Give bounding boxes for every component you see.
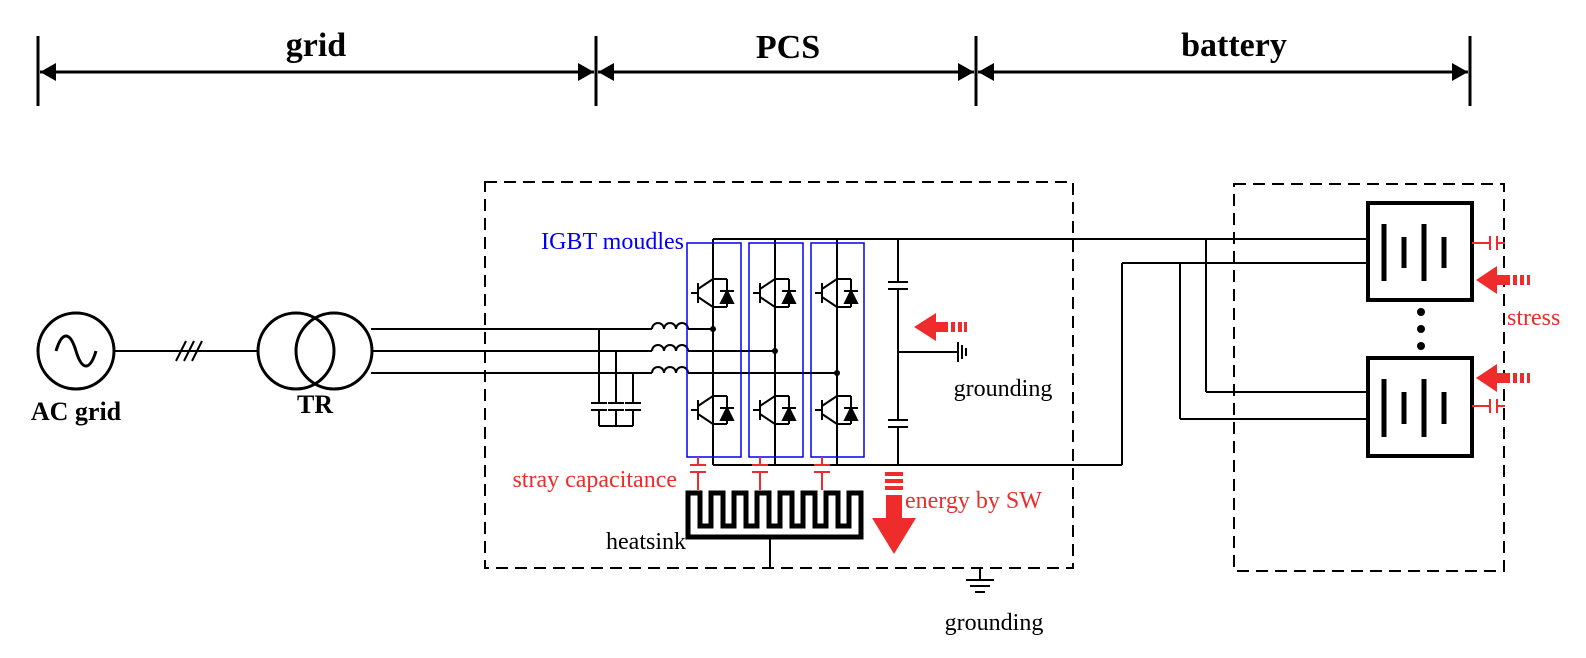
- dimension-arrowheads: [40, 63, 1468, 81]
- section-header: [36, 36, 1472, 106]
- ac-grid-label: AC grid: [31, 397, 122, 426]
- ground-icon: [957, 342, 967, 362]
- dc-bus: [712, 238, 1368, 466]
- phase-to-leg-lines: [688, 328, 837, 374]
- section-label-battery: battery: [1181, 27, 1287, 64]
- dc-link-capacitors: [888, 239, 958, 465]
- red-arrow-icon: [914, 313, 967, 341]
- igbt-icon: [815, 395, 859, 425]
- igbt-module-box: [810, 242, 865, 458]
- stress-label: stress: [1507, 305, 1560, 331]
- three-phase-slash-icon: [175, 340, 203, 362]
- igbt-icon: [815, 278, 859, 308]
- red-arrow-icon: [1476, 266, 1530, 294]
- inductor-icon: [651, 322, 689, 374]
- filter-capacitors: [591, 329, 641, 427]
- igbt-icon: [691, 272, 735, 315]
- section-label-grid: grid: [286, 27, 347, 64]
- igbt-modules-label: IGBT moudles: [541, 229, 684, 255]
- igbt-switches: [691, 272, 859, 425]
- stray-capacitance-label: stray capacitance: [512, 467, 677, 493]
- battery-stray-capacitance: [1472, 236, 1505, 413]
- igbt-icon: [753, 278, 797, 308]
- heatsink-label: heatsink: [606, 529, 686, 555]
- ellipsis-dots: [1417, 308, 1425, 350]
- transformer-label: TR: [297, 390, 333, 419]
- igbt-icon: [691, 395, 735, 425]
- three-phase-lines: [371, 328, 652, 374]
- energy-by-sw-label: energy by SW: [905, 488, 1042, 514]
- grounding-dc-label: grounding: [954, 376, 1053, 402]
- igbt-icon: [753, 395, 797, 425]
- igbt-module-boxes: [686, 242, 865, 458]
- igbt-module-box: [748, 242, 804, 458]
- red-arrow-icon: [872, 472, 916, 554]
- igbt-module-box: [686, 242, 742, 458]
- battery-cell-icon: [1366, 356, 1474, 458]
- ac-source-icon: [36, 311, 116, 391]
- ground-icon: [966, 568, 994, 593]
- grounding-main-label: grounding: [945, 610, 1044, 636]
- transformer-icon: [256, 311, 374, 391]
- red-arrow-icon: [1476, 364, 1530, 392]
- section-label-pcs: PCS: [756, 29, 820, 66]
- heatsink-icon: [685, 490, 864, 540]
- battery-cell-icon: [1366, 201, 1474, 302]
- stray-capacitance-icons: [690, 457, 830, 490]
- battery-wiring: [1121, 239, 1368, 465]
- pcs-enclosure: [484, 181, 1074, 569]
